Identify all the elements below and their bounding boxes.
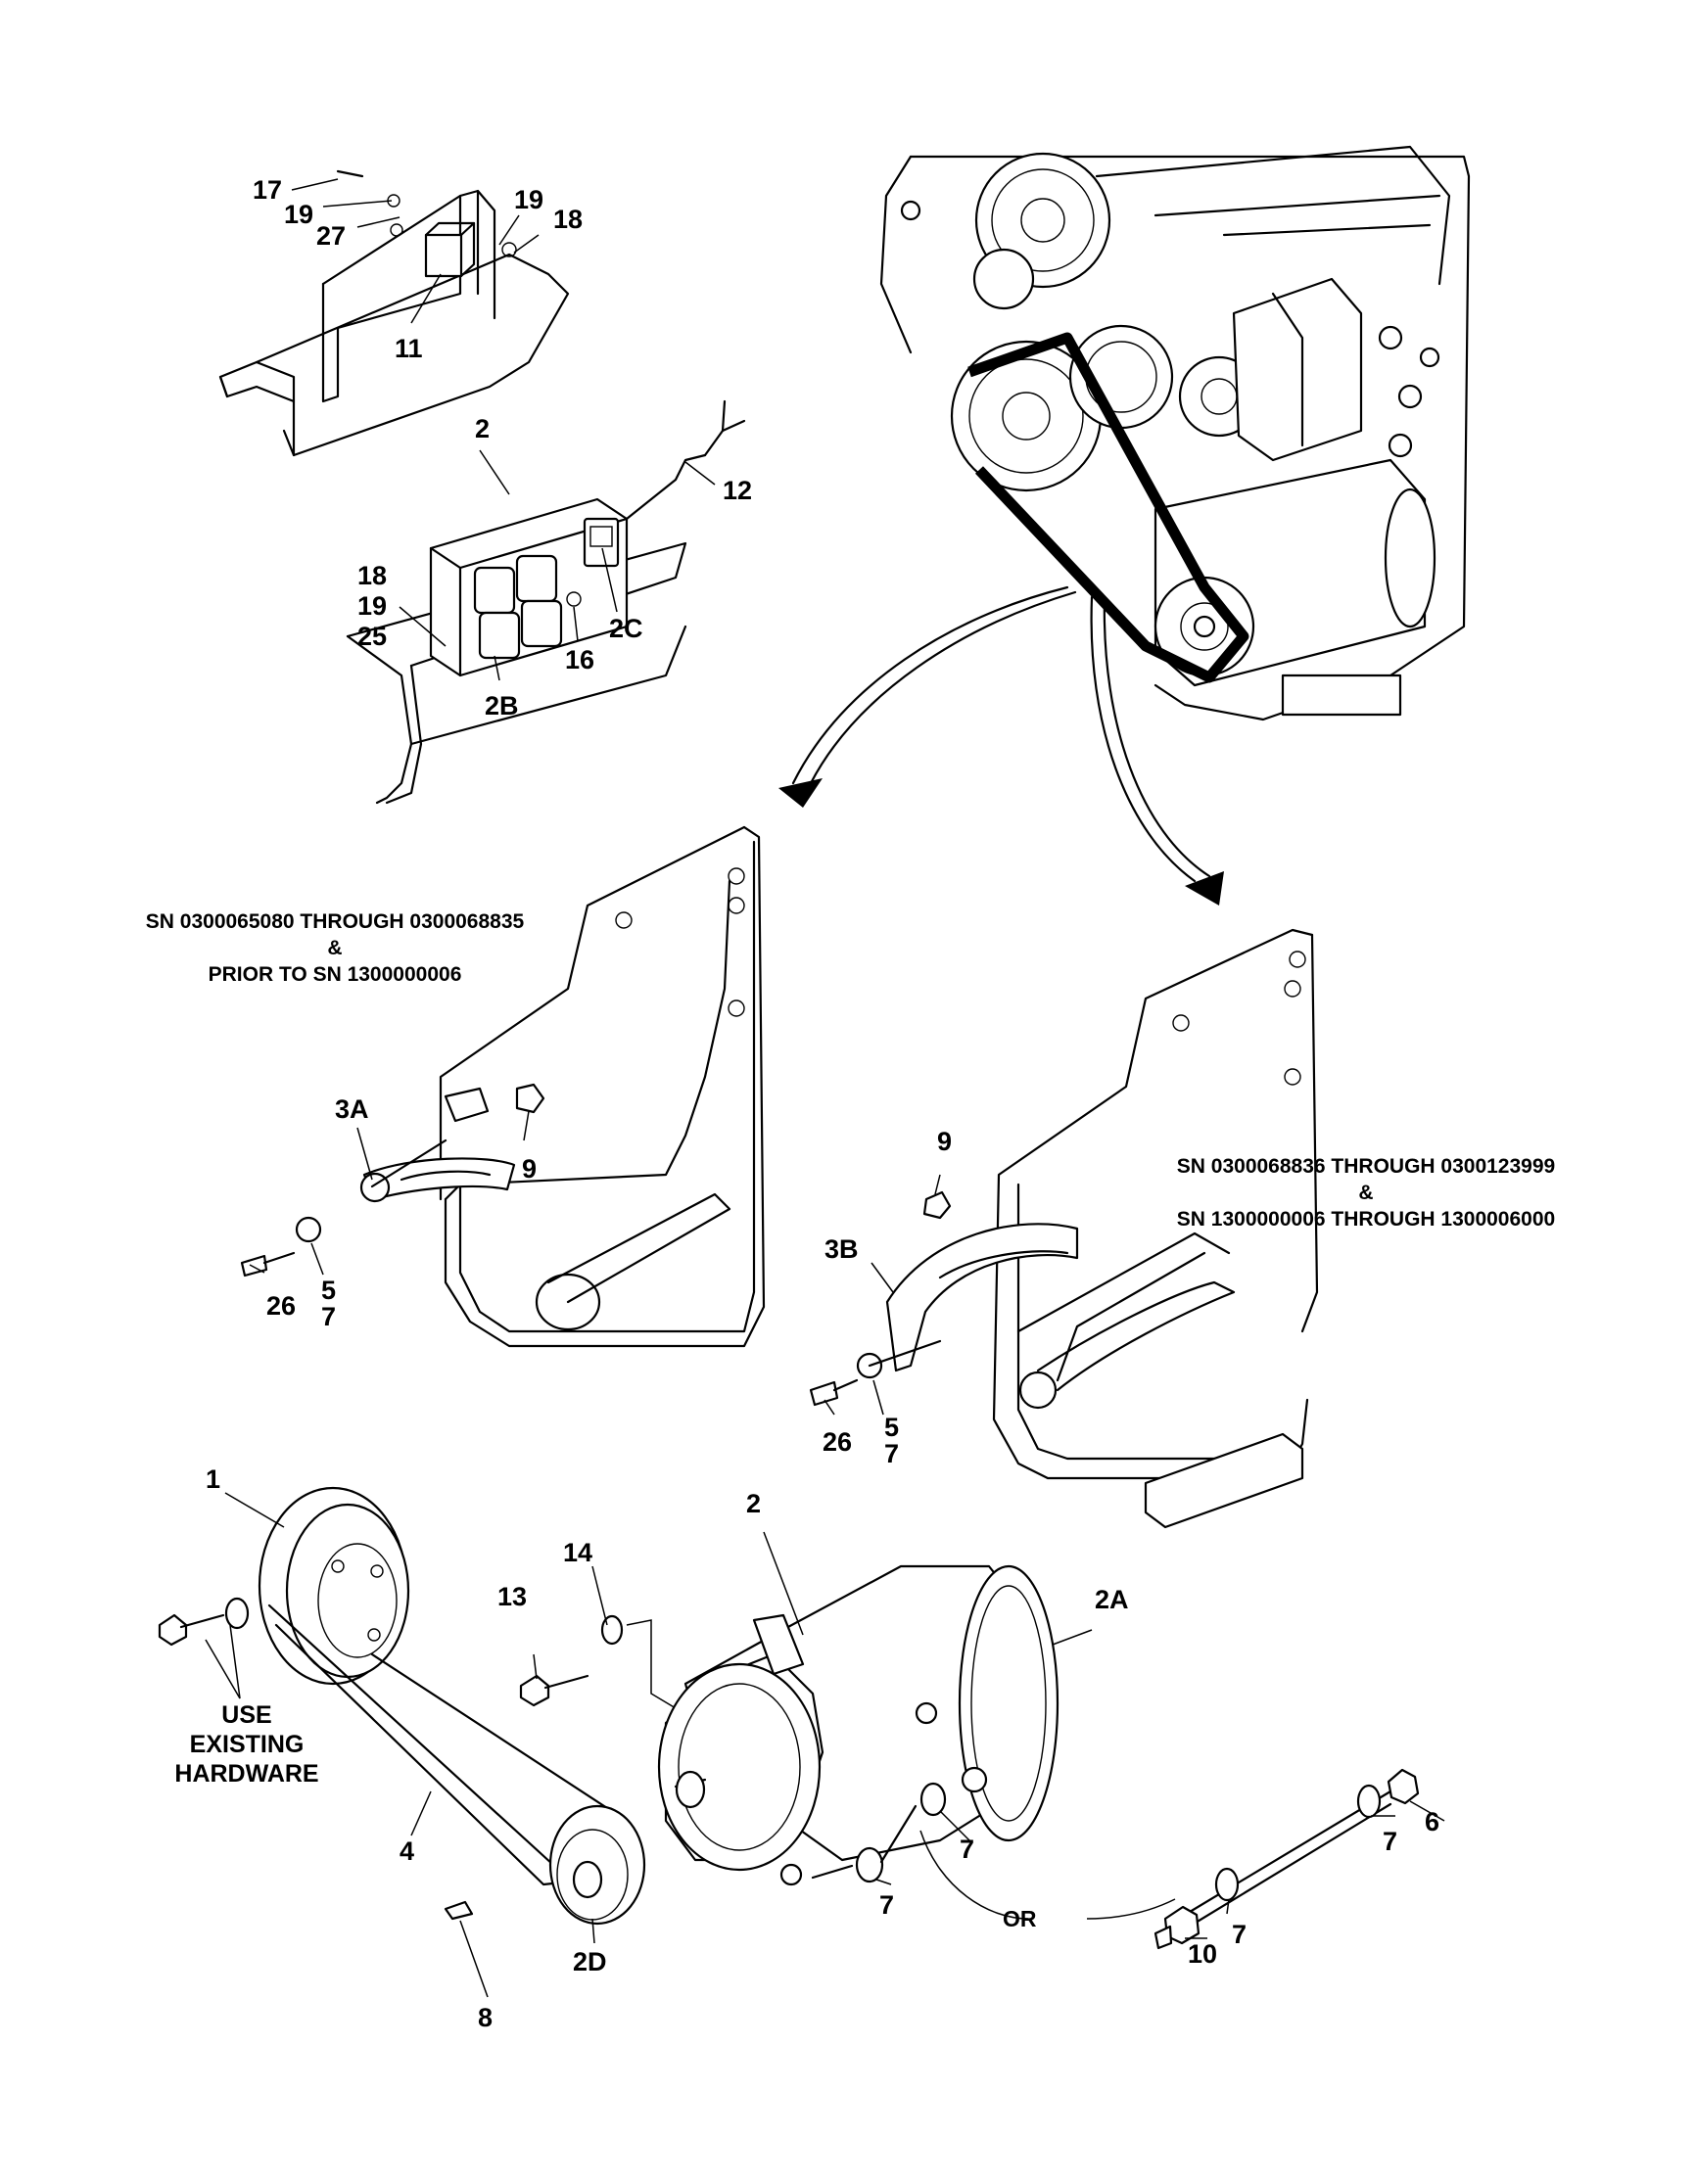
callout-1: 1 [206, 1464, 220, 1494]
callout-8: 8 [478, 2003, 493, 2032]
callout-3A: 3A [335, 1094, 369, 1124]
callout-17: 17 [253, 175, 282, 205]
callout-7: 7 [884, 1439, 899, 1468]
callout-labels: 17 19 27 19 18 11 2 12 18 19 25 2C 16 2B… [206, 175, 1439, 2032]
callout-11: 11 [395, 334, 423, 363]
callout-18: 18 [357, 561, 387, 590]
frame-rail-relay-assembly [218, 169, 570, 457]
hardware-note-line-3: HARDWARE [174, 1760, 318, 1788]
mounting-bracket-right [809, 928, 1319, 1529]
callout-19: 19 [284, 200, 313, 229]
callout-25: 25 [357, 622, 387, 651]
callout-3B: 3B [824, 1234, 859, 1264]
callout-7: 7 [1232, 1920, 1247, 1949]
left-sn-line-2: & [327, 937, 342, 959]
callout-7: 7 [879, 1890, 894, 1920]
mounting-bracket-left [240, 825, 766, 1348]
callout-5: 5 [884, 1413, 899, 1442]
detail-arrows [778, 585, 1224, 906]
serial-number-notes: SN 0300065080 THROUGH 0300068835 & PRIOR… [146, 910, 1555, 1788]
right-sn-line-3: SN 1300000006 THROUGH 1300006000 [1177, 1208, 1555, 1231]
callout-12: 12 [723, 476, 752, 505]
callout-2B: 2B [485, 691, 519, 720]
callout-2A: 2A [1095, 1585, 1129, 1614]
hardware-note-line-2: EXISTING [190, 1731, 305, 1758]
right-sn-line-1: SN 0300068836 THROUGH 0300123999 [1177, 1155, 1555, 1178]
callout-18: 18 [553, 205, 583, 234]
callout-2D: 2D [573, 1947, 607, 1976]
callout-26: 26 [823, 1427, 852, 1457]
callout-7: 7 [960, 1835, 974, 1864]
callout-9: 9 [522, 1154, 537, 1184]
callout-2: 2 [746, 1489, 761, 1518]
callout-27: 27 [316, 221, 346, 251]
callout-26: 26 [266, 1291, 296, 1321]
hardware-note-line-1: USE [221, 1701, 271, 1729]
callout-or: OR [1003, 1906, 1037, 1931]
callout-13: 13 [497, 1582, 527, 1611]
callout-2: 2 [475, 414, 490, 443]
callout-5: 5 [321, 1276, 336, 1305]
callout-14: 14 [563, 1538, 592, 1567]
callout-7: 7 [1383, 1827, 1397, 1856]
callout-7: 7 [321, 1302, 336, 1331]
callout-2C: 2C [609, 614, 643, 643]
callout-4: 4 [400, 1836, 414, 1866]
callout-9: 9 [937, 1127, 952, 1156]
callout-19: 19 [357, 591, 387, 621]
receptacle-box-assembly [346, 399, 746, 805]
engine-overview [879, 145, 1471, 721]
callout-10: 10 [1188, 1939, 1217, 1969]
right-sn-line-2: & [1358, 1182, 1373, 1204]
left-sn-line-1: SN 0300065080 THROUGH 0300068835 [146, 910, 525, 933]
leader-lines [224, 178, 1445, 1998]
callout-6: 6 [1425, 1807, 1439, 1836]
callout-16: 16 [565, 645, 594, 674]
callout-19: 19 [514, 185, 543, 214]
left-sn-line-3: PRIOR TO SN 1300000006 [209, 963, 462, 986]
generator-exploded-assembly [158, 1486, 1420, 1950]
